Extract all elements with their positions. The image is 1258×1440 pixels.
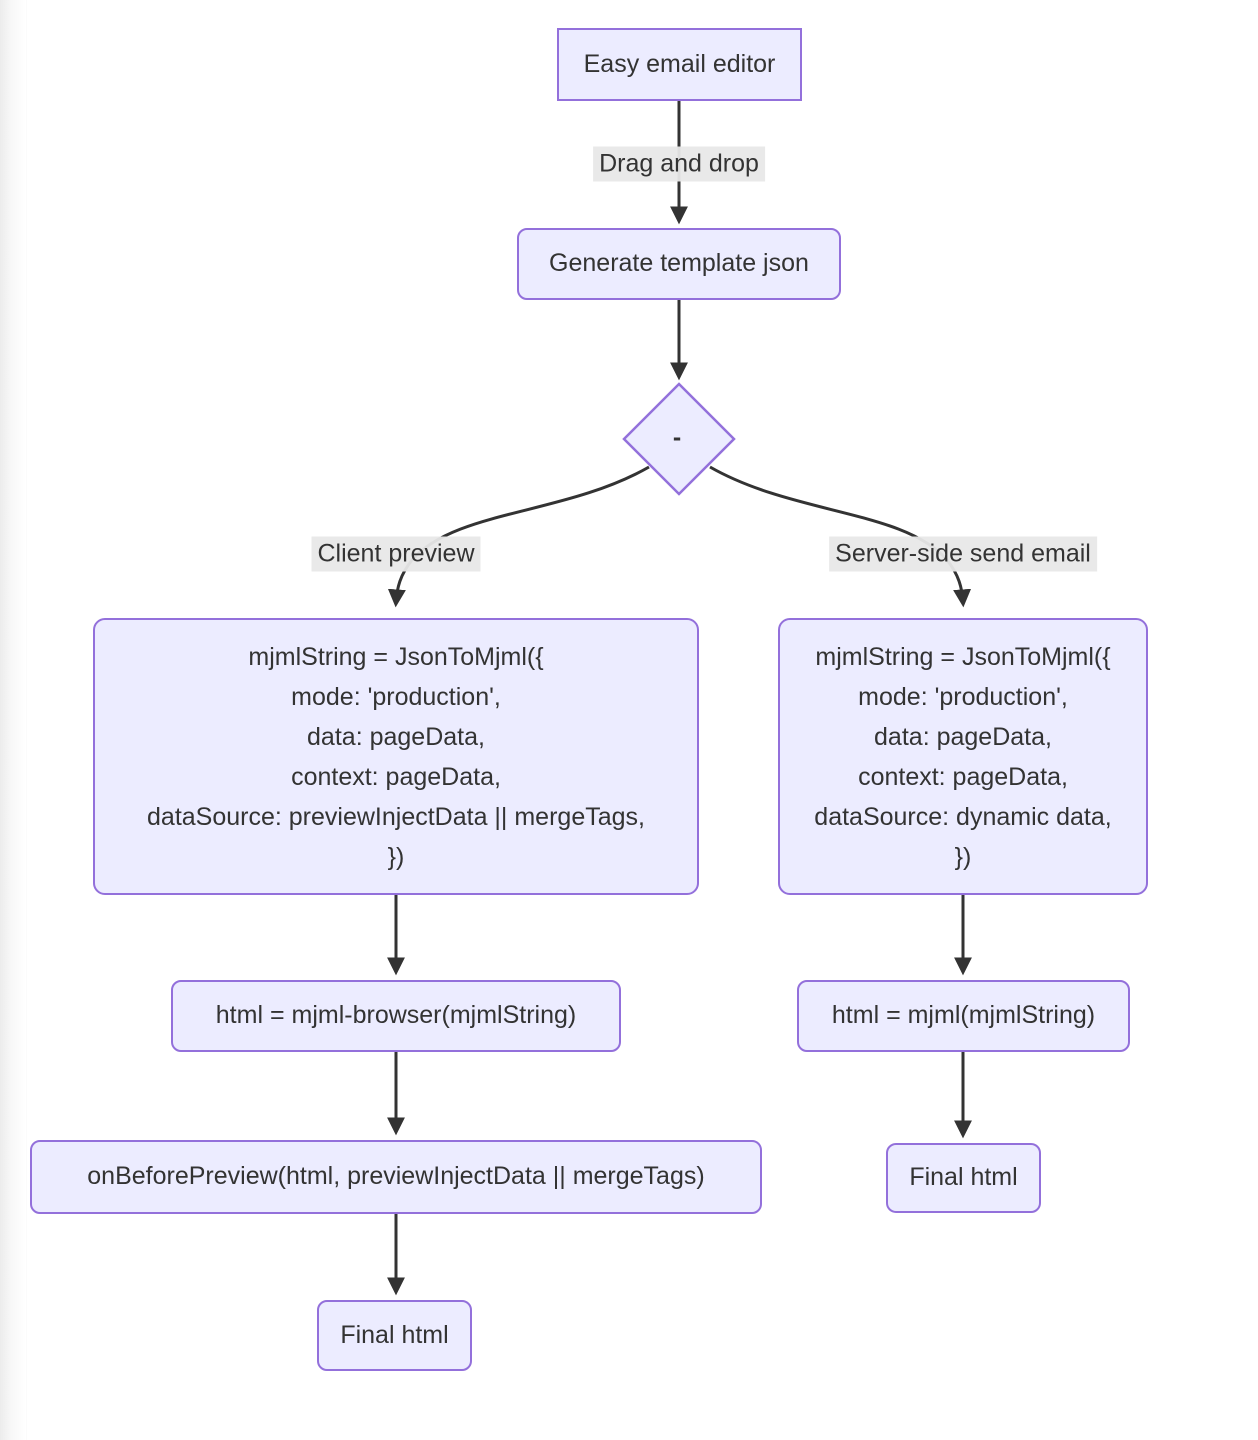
node-final-html-server: Final html [886, 1143, 1041, 1213]
node-label: Final html [340, 1320, 449, 1349]
code-line: mode: 'production', [291, 682, 501, 711]
code-line: data: pageData, [874, 722, 1052, 751]
node-label: Easy email editor [583, 49, 776, 78]
node-easy-email-editor: Easy email editor [557, 28, 802, 101]
code-line: dataSource: dynamic data, [814, 802, 1112, 831]
edge-label-server-side-send-email: Server-side send email [829, 536, 1097, 572]
edge-decision-to-client-code [387, 465, 650, 608]
node-client-jsontomjml: mjmlString = JsonToMjml({ mode: 'product… [93, 618, 699, 895]
code-line: }) [954, 842, 972, 871]
code-line: mjmlString = JsonToMjml({ [815, 642, 1111, 671]
code-line: mjmlString = JsonToMjml({ [248, 642, 544, 671]
node-generate-template-json: Generate template json [517, 228, 841, 300]
node-label: onBeforePreview(html, previewInjectData … [87, 1162, 705, 1191]
page-left-shadow [0, 0, 27, 1440]
code-line: dataSource: previewInjectData || mergeTa… [147, 802, 645, 831]
node-label: html = mjml(mjmlString) [831, 1001, 1096, 1030]
code-line: context: pageData, [291, 762, 501, 791]
node-on-before-preview: onBeforePreview(html, previewInjectData … [30, 1140, 762, 1214]
code-line: }) [387, 842, 405, 871]
node-label: html = mjml-browser(mjmlString) [215, 1001, 577, 1030]
decision-diamond [622, 382, 736, 496]
node-mjml-browser: html = mjml-browser(mjmlString) [171, 980, 621, 1052]
node-server-jsontomjml: mjmlString = JsonToMjml({ mode: 'product… [778, 618, 1148, 895]
code-line: context: pageData, [858, 762, 1068, 791]
edge-decision-to-server-code [709, 465, 972, 608]
node-label: Generate template json [549, 249, 809, 278]
node-label: Final html [909, 1163, 1018, 1192]
decision-label: - [672, 423, 682, 452]
node-final-html-client: Final html [317, 1300, 472, 1371]
code-line: mode: 'production', [858, 682, 1068, 711]
edge-label-drag-and-drop: Drag and drop [593, 146, 765, 182]
node-mjml-server: html = mjml(mjmlString) [797, 980, 1130, 1052]
edge-label-client-preview: Client preview [311, 536, 481, 572]
code-line: data: pageData, [307, 722, 485, 751]
